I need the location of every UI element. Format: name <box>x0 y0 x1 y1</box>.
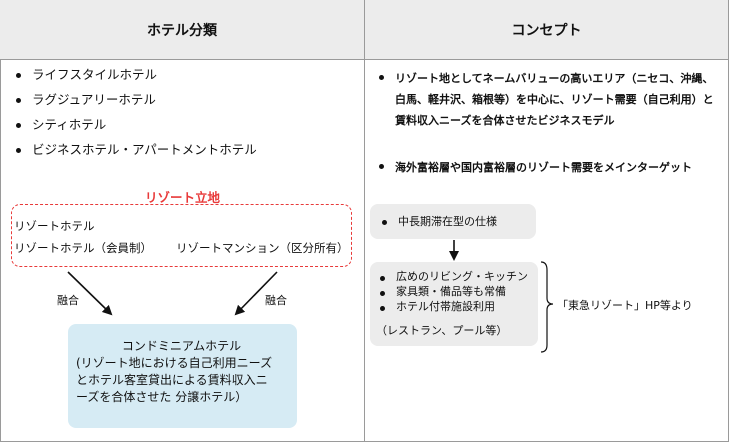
list-item: ビジネスホテル・アパートメントホテル <box>10 141 257 166</box>
condo-desc-line: とホテル客室貸出による賃料収入ニ <box>76 373 268 387</box>
list-item: ホテル付帯施設利用 <box>374 299 528 314</box>
fusion-label-left: 融合 <box>57 294 79 307</box>
condo-desc-line: (リゾート地における自己利用ニーズ <box>76 356 273 370</box>
right-brace <box>540 261 554 353</box>
concept-target: 海外富裕層や国内富裕層のリゾート需要をメインターゲット <box>373 157 721 178</box>
list-item: シティホテル <box>10 116 257 141</box>
concept-list: リゾート地としてネームバリューの高いエリア（ニセコ、沖縄、白馬、軽井沢、箱根等）… <box>373 68 721 178</box>
right-fusion-arrow <box>234 271 278 316</box>
hotel-type-list: ライフスタイルホテル ラグジュアリーホテル シティホテル ビジネスホテル・アパー… <box>10 66 257 166</box>
facilities-box: 広めのリビング・キッチン 家具類・備品等も常備 ホテル付帯施設利用 （レストラン… <box>370 262 538 346</box>
list-item: 広めのリビング・キッチン <box>374 269 528 284</box>
left-fusion-arrow <box>67 271 113 316</box>
condo-title: コンドミニアムホテル <box>121 339 242 353</box>
header-concept: コンセプト <box>365 0 728 60</box>
resort-hotel-label: リゾートホテル <box>14 219 95 233</box>
resort-hotel-member-label: リゾートホテル（会員制） <box>14 241 152 255</box>
header-hotel-classification: ホテル分類 <box>0 0 365 60</box>
resort-location-title: リゾート立地 <box>144 190 220 205</box>
list-item: 家具類・備品等も常備 <box>374 284 528 299</box>
column-divider <box>364 60 365 442</box>
list-item: ライフスタイルホテル <box>10 66 257 91</box>
long-stay-box: 中長期滞在型の仕様 <box>370 204 536 239</box>
resort-mansion-label: リゾートマンション（区分所有） <box>176 241 349 255</box>
list-item: ラグジュアリーホテル <box>10 91 257 116</box>
fusion-label-right: 融合 <box>265 294 287 307</box>
facilities-extra: （レストラン、プール等） <box>376 324 508 337</box>
concept-business-model: リゾート地としてネームバリューの高いエリア（ニセコ、沖縄、白馬、軽井沢、箱根等）… <box>373 68 721 131</box>
long-stay-label: 中長期滞在型の仕様 <box>376 213 497 229</box>
source-note: 「東急リゾート」HP等より <box>557 299 693 312</box>
resort-dashed-box <box>11 204 352 267</box>
condo-desc-line: ーズを合体させた 分譲ホテル） <box>76 390 248 404</box>
condominium-hotel-box: コンドミニアムホテル (リゾート地における自己利用ニーズ とホテル客室貸出による… <box>68 324 297 428</box>
